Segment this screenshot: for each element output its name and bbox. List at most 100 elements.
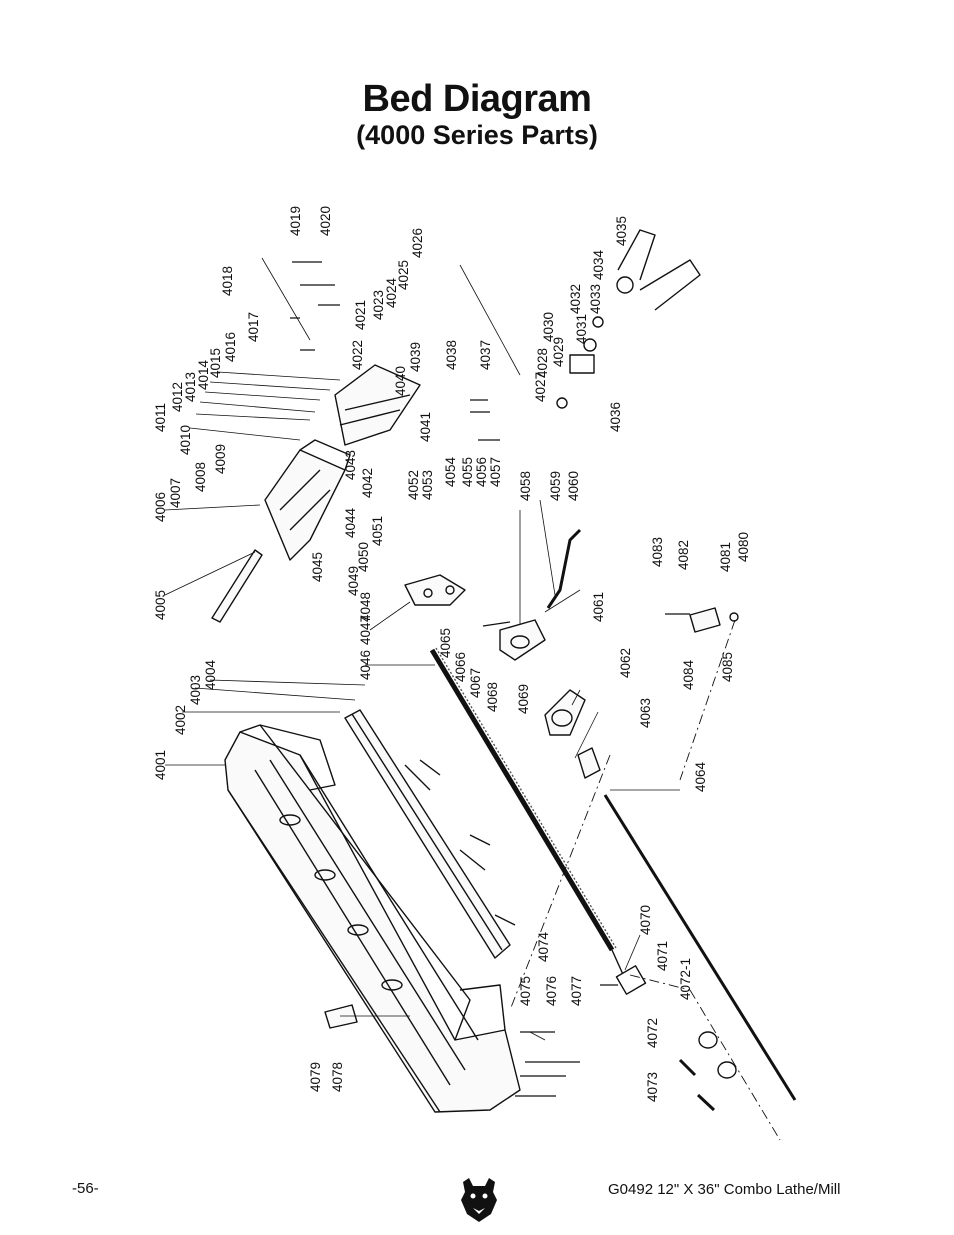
part-label-4070: 4070 xyxy=(638,905,653,935)
part-label-4068: 4068 xyxy=(485,682,500,712)
part-label-4003: 4003 xyxy=(188,675,203,705)
lead-screw-bracket xyxy=(499,619,546,661)
part-label-4050: 4050 xyxy=(356,542,371,572)
part-label-4038: 4038 xyxy=(444,340,459,370)
part-label-4074: 4074 xyxy=(536,931,551,962)
part-label-4045: 4045 xyxy=(310,552,325,582)
part-label-4005: 4005 xyxy=(153,590,168,620)
selector-bracket xyxy=(689,607,739,633)
part-label-4034: 4034 xyxy=(591,249,606,280)
part-label-4015: 4015 xyxy=(208,348,223,378)
part-label-4049: 4049 xyxy=(346,566,361,596)
part-label-4072: 4072 xyxy=(645,1018,660,1048)
gib-strip xyxy=(211,549,263,623)
part-label-4026: 4026 xyxy=(410,228,425,258)
part-label-4035: 4035 xyxy=(614,216,629,246)
part-label-4083: 4083 xyxy=(650,537,665,567)
part-label-4061: 4061 xyxy=(591,592,606,622)
part-label-4018: 4018 xyxy=(220,266,235,296)
part-label-4058: 4058 xyxy=(518,471,533,501)
part-label-4069: 4069 xyxy=(516,684,531,714)
page-subtitle: (4000 Series Parts) xyxy=(356,120,598,150)
bear-head-logo-icon xyxy=(461,1178,497,1222)
part-label-4064: 4064 xyxy=(693,761,708,792)
part-label-4004: 4004 xyxy=(203,659,218,690)
part-label-4073: 4073 xyxy=(645,1072,660,1102)
carriage-saddle xyxy=(264,439,351,561)
part-label-4023: 4023 xyxy=(371,290,386,320)
part-label-4082: 4082 xyxy=(676,540,691,570)
part-label-4044: 4044 xyxy=(343,507,358,538)
part-label-4063: 4063 xyxy=(638,698,653,728)
part-label-4012: 4012 xyxy=(170,382,185,412)
part-label-4036: 4036 xyxy=(608,402,623,432)
part-label-4051: 4051 xyxy=(370,516,385,546)
part-label-4031: 4031 xyxy=(574,314,589,344)
part-label-4056: 4056 xyxy=(474,457,489,487)
rack-bar xyxy=(344,709,516,959)
lead-screw xyxy=(429,647,647,995)
part-label-4057: 4057 xyxy=(488,457,503,487)
part-label-4001: 4001 xyxy=(153,750,168,780)
handwheel-assembly xyxy=(556,229,701,409)
bushing xyxy=(577,747,601,779)
part-label-4043: 4043 xyxy=(343,450,358,480)
part-label-4079: 4079 xyxy=(308,1062,323,1092)
part-label-4019: 4019 xyxy=(288,206,303,236)
part-label-4071: 4071 xyxy=(655,941,670,971)
part-label-4037: 4037 xyxy=(478,340,493,370)
part-label-4055: 4055 xyxy=(460,457,475,487)
part-label-4066: 4066 xyxy=(453,652,468,682)
part-label-4033: 4033 xyxy=(588,284,603,314)
part-label-4081: 4081 xyxy=(718,542,733,572)
part-label-4007: 4007 xyxy=(168,478,183,508)
page-number: -56- xyxy=(72,1180,99,1197)
part-label-4022: 4022 xyxy=(350,340,365,370)
part-label-4060: 4060 xyxy=(566,471,581,501)
leader-lines xyxy=(164,257,680,1041)
feed-rod-bracket xyxy=(544,689,586,736)
half-nut-bracket xyxy=(404,574,466,606)
part-label-4021: 4021 xyxy=(353,300,368,330)
part-label-4077: 4077 xyxy=(569,976,584,1006)
part-label-4028: 4028 xyxy=(535,348,550,378)
part-label-4072-1: 4072-1 xyxy=(678,958,693,1000)
part-label-4075: 4075 xyxy=(518,976,533,1006)
part-label-4076: 4076 xyxy=(544,976,559,1006)
part-label-4084: 4084 xyxy=(681,659,696,690)
part-label-4042: 4042 xyxy=(360,468,375,498)
part-label-4010: 4010 xyxy=(178,425,193,455)
part-label-4046: 4046 xyxy=(358,650,373,680)
part-label-4030: 4030 xyxy=(541,312,556,342)
crank-lever xyxy=(546,528,582,609)
part-label-4041: 4041 xyxy=(418,412,433,442)
part-label-4024: 4024 xyxy=(384,277,399,308)
part-label-4054: 4054 xyxy=(443,456,458,487)
end-plate xyxy=(324,1004,358,1029)
part-label-4078: 4078 xyxy=(330,1062,345,1092)
part-label-4067: 4067 xyxy=(468,668,483,698)
part-label-4052: 4052 xyxy=(406,470,421,500)
screws xyxy=(290,261,690,1097)
part-label-4040: 4040 xyxy=(393,366,408,396)
part-label-4065: 4065 xyxy=(438,628,453,658)
part-label-4020: 4020 xyxy=(318,206,333,236)
part-label-4017: 4017 xyxy=(246,312,261,342)
part-label-4048: 4048 xyxy=(358,592,373,622)
centerlines xyxy=(509,619,781,1141)
part-label-4080: 4080 xyxy=(736,532,751,562)
part-label-4011: 4011 xyxy=(153,403,168,432)
part-label-4032: 4032 xyxy=(568,284,583,314)
model-name: G0492 12" X 36" Combo Lathe/Mill xyxy=(608,1181,841,1198)
part-label-4006: 4006 xyxy=(153,492,168,522)
lathe-bed-casting xyxy=(224,724,521,1113)
part-label-4029: 4029 xyxy=(551,337,566,367)
clutch-assembly xyxy=(678,1031,737,1112)
part-label-4014: 4014 xyxy=(196,359,211,390)
page-title: Bed Diagram xyxy=(362,78,592,120)
part-label-4013: 4013 xyxy=(183,372,198,402)
part-label-4016: 4016 xyxy=(223,332,238,362)
part-label-4002: 4002 xyxy=(173,705,188,735)
